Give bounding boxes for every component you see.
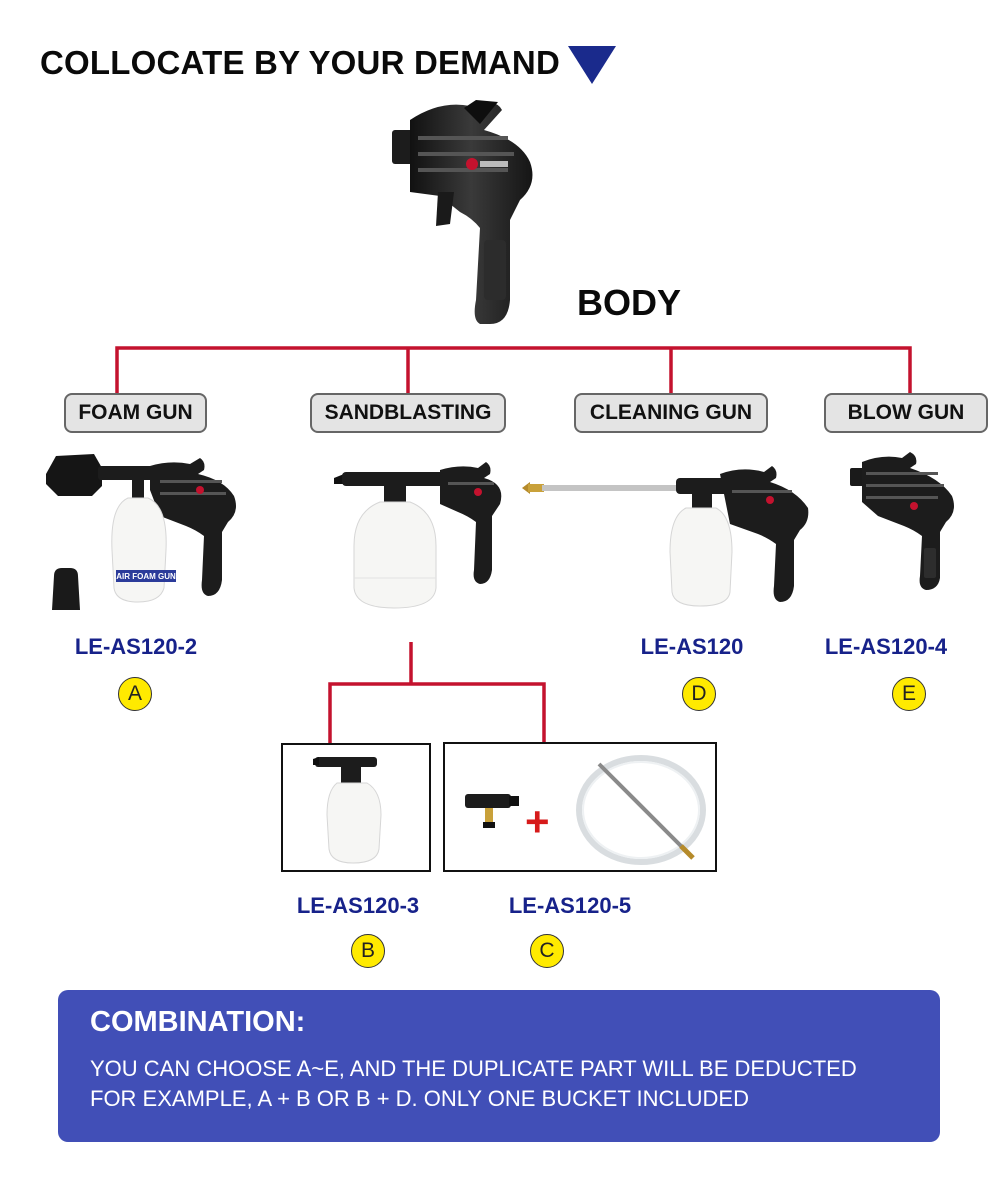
category-pill-sandblasting[interactable]: SANDBLASTING — [310, 393, 506, 433]
nozzle-image — [465, 794, 519, 828]
body-label: BODY — [577, 282, 682, 323]
model-label-e: LE-AS120-4 — [824, 634, 948, 659]
connector-lines — [115, 346, 912, 744]
category-label: SANDBLASTING — [324, 401, 492, 424]
foam-gun-image: AIR FOAM GUN — [46, 454, 236, 610]
category-label: CLEANING GUN — [589, 401, 753, 424]
category-pill-blow-gun[interactable]: BLOW GUN — [824, 393, 988, 433]
cleaning-gun-image — [522, 466, 809, 607]
product-box-c[interactable]: + — [443, 742, 717, 872]
combination-line-2: FOR EXAMPLE, A + B OR B + D. ONLY ONE BU… — [90, 1086, 749, 1111]
body-gun-image — [392, 100, 533, 324]
bottle-label-text: AIR FOAM GUN — [116, 572, 176, 581]
triangle-down-icon — [568, 46, 616, 84]
plus-sign: + — [525, 798, 550, 845]
category-pill-cleaning-gun[interactable]: CLEANING GUN — [574, 393, 768, 433]
badge-d: D — [682, 677, 716, 711]
model-label-d: LE-AS120 — [640, 634, 744, 659]
model-label-a: LE-AS120-2 — [74, 634, 198, 659]
category-label: BLOW GUN — [847, 401, 965, 424]
badge-c: C — [530, 934, 564, 968]
badge-a: A — [118, 677, 152, 711]
hose-image — [576, 755, 706, 865]
category-label: FOAM GUN — [78, 401, 193, 424]
page-title: COLLOCATE BY YOUR DEMAND — [40, 44, 560, 81]
combination-line-1: YOU CAN CHOOSE A~E, AND THE DUPLICATE PA… — [90, 1056, 857, 1081]
blow-gun-image — [850, 452, 954, 590]
badge-b: B — [351, 934, 385, 968]
badge-e: E — [892, 677, 926, 711]
model-label-c: LE-AS120-5 — [508, 893, 632, 918]
combination-title: COMBINATION: — [90, 1006, 306, 1038]
product-box-b[interactable] — [281, 743, 431, 872]
bottle-image — [313, 757, 382, 864]
category-pill-foam-gun[interactable]: FOAM GUN — [64, 393, 207, 433]
model-label-b: LE-AS120-3 — [296, 893, 420, 918]
sandblasting-gun-image — [334, 462, 502, 609]
combination-panel: COMBINATION: YOU CAN CHOOSE A~E, AND THE… — [58, 990, 940, 1142]
